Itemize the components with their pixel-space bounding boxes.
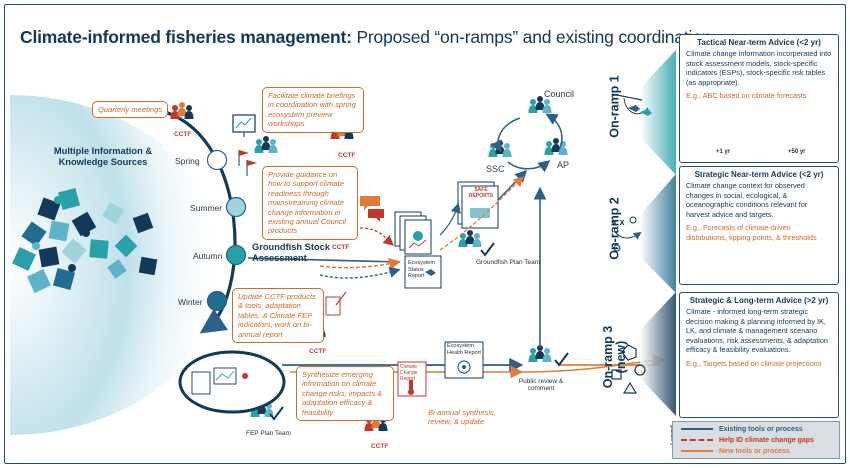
title-bold: Climate-informed fisheries management:	[20, 27, 352, 47]
document-pen-icon	[325, 291, 347, 316]
panel-tactical-near-term: Tactical Near-term Advice (<2 yr) Climat…	[679, 34, 839, 163]
summer-node[interactable]	[225, 196, 247, 218]
panel-3-title: Strategic & Long-term Advice (>2 yr)	[689, 296, 829, 305]
season-summer: Summer	[190, 203, 223, 213]
ap-label: AP	[557, 160, 570, 170]
climate-change-report-icon	[397, 361, 427, 397]
panel-strategic-near-term: Strategic Near-term Advice (<2 yr) Clima…	[679, 166, 839, 285]
season-autumn: Autumn	[193, 251, 223, 261]
legend-gaps: Help ID climate change gaps	[681, 437, 841, 444]
note-biannual: Bi-annual synthesis, review, & update	[428, 408, 496, 427]
winter-node[interactable]	[206, 290, 228, 312]
panel-1-title: Tactical Near-term Advice (<2 yr)	[697, 38, 821, 47]
checkmark-icon	[480, 242, 495, 257]
note-facilitate-briefings: Facilitate climate briefings in coordina…	[262, 87, 364, 133]
people-group-icon	[528, 96, 552, 113]
council-cycle	[490, 113, 563, 173]
figure-frame	[4, 4, 846, 464]
ecosystem-status-report-label: Ecosystem Status Report	[408, 260, 435, 279]
on-ramp-3-title: On-ramp 3	[601, 325, 615, 389]
speech-bubbles-icon	[360, 196, 384, 222]
stock-assessment-reports-icon	[394, 211, 432, 255]
legend-existing-label: Existing tools or process	[719, 426, 803, 433]
cctf-label: CCTF	[371, 443, 389, 450]
legend-existing: Existing tools or process	[681, 426, 841, 433]
on-ramp-3-label: On-ramp 3 (new)	[601, 307, 628, 407]
on-ramp-3-sublabel: (new)	[614, 340, 628, 374]
flags-icon	[238, 150, 257, 176]
svg-text:x x: x x	[612, 217, 625, 227]
legend-gaps-label: Help ID climate change gaps	[719, 437, 814, 444]
autumn-node[interactable]	[225, 244, 247, 266]
council-label: Council	[544, 89, 575, 99]
groundfish-assessment-label: Groundfish Stock Assessment	[252, 242, 330, 263]
climate-change-report-label: Climate Change Report	[400, 364, 418, 382]
legend-swatch-new	[681, 450, 713, 453]
groundfish-plan-team-label: Groundfish Plan Team	[476, 259, 541, 266]
knowledge-sources-label: Multiple Information & Knowledge Sources	[53, 146, 153, 167]
season-spring: Spring	[175, 156, 200, 166]
people-group-icon	[254, 136, 278, 153]
on-ramp-3-funnel	[640, 292, 676, 416]
season-winter: Winter	[178, 297, 203, 307]
panel-2-example: E.g., Forecasts of climate-driven distri…	[686, 223, 817, 242]
seasonal-cycle-arc	[164, 110, 237, 334]
page-title: Climate-informed fisheries management: P…	[20, 27, 711, 48]
note-provide-guidance: Provide guidance on how to support clima…	[262, 166, 358, 240]
panel-2-title: Strategic Near-term Advice (<2 yr)	[694, 170, 824, 179]
ecosystem-status-report-icon	[404, 255, 442, 289]
axis-label-plus-1-yr: +1 yr	[716, 149, 731, 155]
panel-3-body: Climate - informed long-term strategic d…	[686, 307, 828, 355]
legend-new: New tools or process	[681, 448, 841, 455]
strategy-play-icon: x x	[612, 216, 642, 252]
presentation-board-icon	[232, 114, 256, 137]
fep-documents-icon	[191, 367, 248, 395]
shapes-cycle-icon	[611, 344, 646, 394]
checkmark-icon	[269, 406, 284, 421]
cctf-label: CCTF	[332, 244, 350, 251]
title-rest: Proposed “on-ramps” and existing coordin…	[351, 27, 712, 47]
people-group-icon	[170, 102, 194, 119]
panel-3-example: E.g., Targets based on climate projectio…	[686, 358, 822, 368]
fishing-net-icon	[611, 93, 652, 116]
panel-2-body: Climate change context for observed chan…	[686, 181, 808, 219]
panel-strategic-long-term: Strategic & Long-term Advice (>2 yr) Cli…	[679, 292, 839, 418]
note-update-products: Update CCTF products & tools, adaptation…	[232, 288, 324, 344]
on-ramp-1-label: On-ramp 1	[607, 75, 622, 138]
legend-swatch-gaps	[681, 439, 713, 442]
cctf-label: CCTF	[338, 152, 356, 159]
panel-1-body: Climate change information incorperated …	[686, 49, 832, 87]
public-review-label: Public review & comment	[518, 378, 564, 392]
people-group-icon	[544, 138, 568, 155]
panel-1-example: E.g., ABC based on climate forecasts	[686, 91, 807, 101]
legend: Existing tools or process Help ID climat…	[672, 421, 840, 459]
on-ramp-1-funnel	[640, 50, 676, 175]
cctf-label: CCTF	[309, 348, 327, 355]
ssc-label: SSC	[486, 164, 505, 174]
cctf-label: CCTF	[174, 131, 192, 138]
checkmark-icon	[554, 352, 569, 367]
axis-label-plus-50-yr: +50 yr	[788, 149, 806, 155]
ecosystem-health-report-icon	[444, 341, 484, 379]
legend-new-label: New tools or process	[719, 448, 790, 455]
safe-reports-icon	[457, 181, 499, 229]
on-ramp-2-funnel	[640, 174, 676, 293]
legend-swatch-existing	[681, 428, 713, 431]
note-quarterly-meetings: Quarterly meetings	[92, 101, 169, 119]
spring-node[interactable]	[206, 149, 228, 171]
safe-reports-label: SAFE REPORTS	[468, 187, 494, 199]
note-synthesize: Synthesize emerging information on clima…	[296, 366, 394, 422]
people-group-icon	[458, 230, 482, 247]
people-group-icon	[528, 345, 552, 362]
ecosystem-health-report-label: Ecosystem Health Report	[447, 343, 481, 356]
on-ramp-2-label: On-ramp 2	[607, 197, 622, 260]
fep-plan-team-label: FEP Plan Team	[246, 430, 291, 437]
